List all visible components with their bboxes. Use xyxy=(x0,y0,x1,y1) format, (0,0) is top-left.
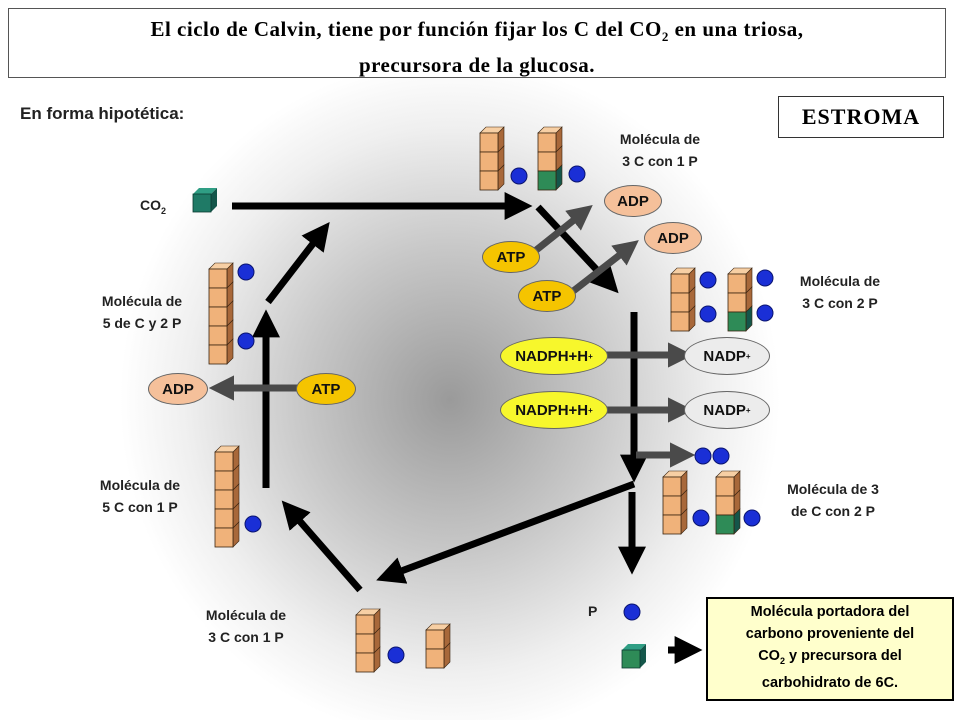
atp-oval-left: ATP xyxy=(296,373,356,405)
atp-oval-2: ATP xyxy=(518,280,576,312)
phosphate-dot xyxy=(692,509,710,527)
label-p: P xyxy=(588,603,598,619)
title-sub: 2 xyxy=(661,29,669,45)
mol-3c-bottom-a xyxy=(355,608,381,673)
phosphate-dot xyxy=(244,515,262,533)
title-line2: precursora de la glucosa. xyxy=(358,53,596,78)
mol-3c-bottom-b xyxy=(425,623,451,669)
phosphate-dot xyxy=(694,447,712,465)
estroma-label: ESTROMA xyxy=(778,96,944,138)
mol-3c2p-c xyxy=(662,470,688,535)
mol-3c2p-d xyxy=(715,470,741,535)
co2-label: CO2 xyxy=(140,197,167,216)
phosphate-dot xyxy=(743,509,761,527)
title-line1-b: en una triosa, xyxy=(668,17,804,41)
result-box: Molécula portadora del carbono provenien… xyxy=(706,597,954,701)
arrow-atp-adp-1 xyxy=(527,205,593,258)
nadph-oval-2: NADPH+H+ xyxy=(500,391,608,429)
mol-3c2p-b xyxy=(727,267,753,332)
title-box: El ciclo de Calvin, tiene por función fi… xyxy=(8,8,946,78)
nadph-oval-1: NADPH+H+ xyxy=(500,337,608,375)
phosphate-dot xyxy=(568,165,586,183)
arrow-atp-adp-2 xyxy=(569,240,639,295)
adp-oval-left: ADP xyxy=(148,373,208,405)
mol-5c1p xyxy=(214,445,240,548)
phosphate-dot xyxy=(756,269,774,287)
carbon-molecules xyxy=(208,126,774,673)
phosphate-dot xyxy=(387,646,405,664)
green-carbon-cube xyxy=(621,644,646,669)
mol-3c2p-a xyxy=(670,267,696,332)
adp-oval-1: ADP xyxy=(604,185,662,217)
phosphate-dot xyxy=(699,305,717,323)
arrow-bottom xyxy=(376,480,636,584)
arrow-top-left xyxy=(265,222,330,305)
nadp-oval-1: NADP+ xyxy=(684,337,770,375)
phosphate-dot-p xyxy=(623,603,641,621)
phosphate-dot xyxy=(699,271,717,289)
phosphate-dot xyxy=(510,167,528,185)
arrow-bottom-left xyxy=(281,500,363,593)
atp-oval-1: ATP xyxy=(482,241,540,273)
cycle-arrows xyxy=(232,192,703,664)
phosphate-dot xyxy=(756,304,774,322)
reaction-arrows xyxy=(208,205,696,468)
mol-5c2p xyxy=(208,262,234,365)
phosphate-dot xyxy=(237,332,255,350)
nadp-oval-2: NADP+ xyxy=(684,391,770,429)
phosphate-dot xyxy=(712,447,730,465)
phosphate-dot xyxy=(237,263,255,281)
co2-cube xyxy=(192,188,217,213)
title-line1-a: El ciclo de Calvin, tiene por función fi… xyxy=(150,17,662,41)
mol-3c-top-b xyxy=(537,126,563,191)
adp-oval-2: ADP xyxy=(644,222,702,254)
subtitle: En forma hipotética: xyxy=(20,104,185,123)
mol-3c-top-a xyxy=(479,126,505,191)
